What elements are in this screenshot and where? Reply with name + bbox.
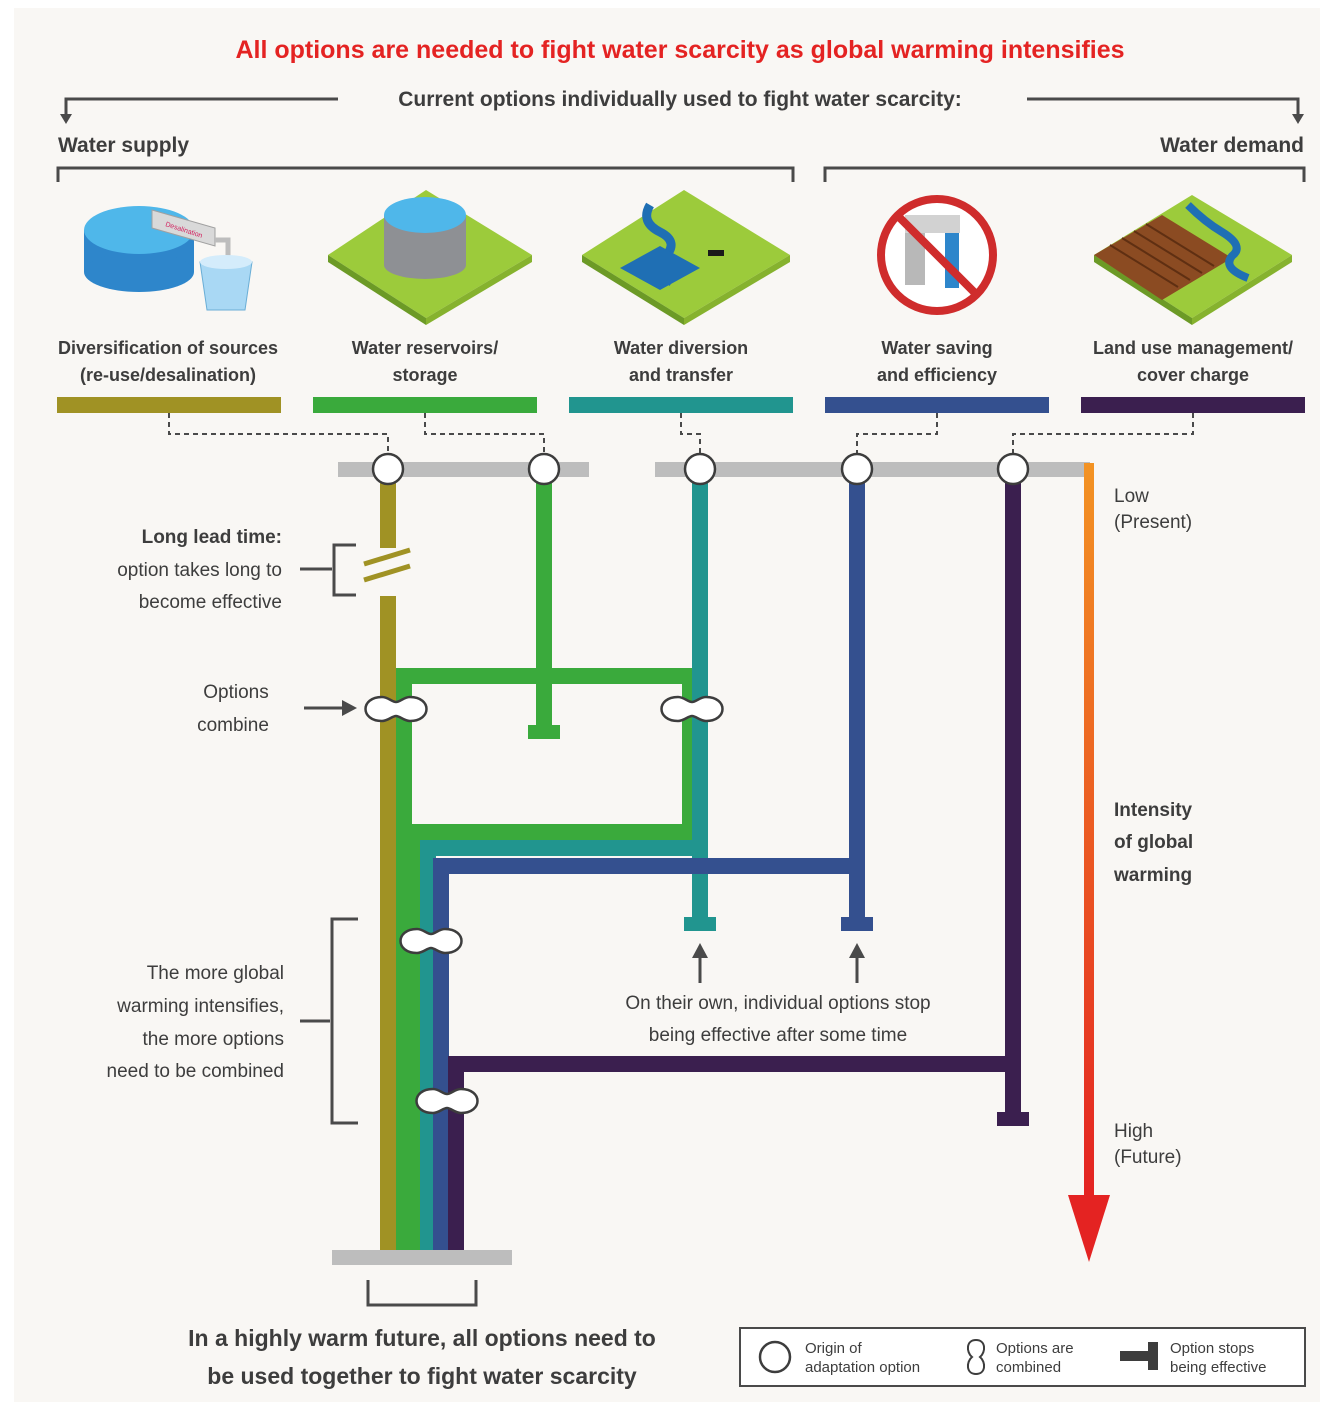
scale-low-line1: Low [1114,486,1149,507]
bottom-line2: be used together to fight water scarcity [207,1363,637,1389]
diversion-path [420,470,716,1250]
scale-intensity-line3: warming [1113,865,1192,886]
legend-stop-icon [1120,1342,1158,1370]
scale-intensity-line1: Intensity [1114,800,1193,821]
long-lead-line1: Long lead time: [142,527,282,548]
legend-origin-line2: adaptation option [805,1359,920,1376]
combine-symbol [415,1087,479,1115]
origin-circle [683,452,717,486]
stop-note-line1: On their own, individual options stop [625,993,930,1014]
legend-combined-line2: combined [996,1359,1061,1376]
option-2-line1: Water reservoirs/ [352,338,498,358]
future-bar [332,1250,512,1265]
legend: Origin of adaptation option Options are … [739,1327,1306,1387]
more-global-line1: The more global [147,963,284,984]
arrow-right-icon [1292,114,1304,124]
landuse-path [448,470,1029,1250]
water-supply-label: Water supply [58,134,189,157]
river-diversion-icon [582,190,790,325]
option-1-line1: Diversification of sources [58,338,278,358]
combine-arrow-head [342,700,357,716]
combine-symbol [660,695,724,723]
warming-scale-labels: Low (Present) Intensity of global warmin… [1113,486,1193,1168]
combine-symbols [364,695,724,1115]
origin-circle [371,452,405,486]
legend-origin-line1: Origin of [805,1340,863,1357]
more-global-line3: the more options [142,1029,284,1050]
more-global-bracket [300,917,358,1125]
legend-combined-icon [966,1338,986,1376]
stop-note-line2: being effective after some time [649,1025,907,1046]
option-1-color-bar [57,397,281,413]
combine-line2: combine [197,715,269,736]
stop-arrows [692,943,865,983]
dashed-connectors [168,413,1194,458]
scale-high-line2: (Future) [1114,1147,1182,1168]
legend-stops-line2: being effective [1170,1359,1266,1376]
option-5-line1: Land use management/ [1093,338,1293,358]
legend-origin-icon [758,1340,792,1374]
no-tap-icon [877,195,997,315]
header-arrows [64,97,1300,117]
option-3-line2: and transfer [629,365,733,385]
option-4-color-bar [825,397,1049,413]
demand-bracket [823,166,1306,182]
origin-circle [840,452,874,486]
option-1-line2: (re-use/desalination) [80,365,256,385]
origin-circle [527,452,561,486]
long-lead-line2: option takes long to [117,560,282,581]
option-2-color-bar [313,397,537,413]
scale-high-line1: High [1114,1121,1153,1142]
desalination-tank-icon: Desalination [84,206,253,311]
long-lead-bracket [300,543,356,597]
origin-circle [996,452,1030,486]
saving-path [433,470,873,1250]
combine-line1: Options [203,682,268,703]
legend-combined-line1: Options are [996,1340,1074,1357]
long-lead-line3: become effective [139,592,282,613]
bottom-line1: In a highly warm future, all options nee… [188,1325,656,1351]
more-global-line4: need to be combined [107,1061,284,1082]
option-5-line2: cover charge [1137,365,1249,385]
option-labels: Diversification of sources (re-use/desal… [58,338,1293,385]
warming-arrow-shaft [1084,463,1094,1198]
page-title: All options are needed to fight water sc… [235,36,1124,64]
farmland-icon [1094,195,1292,325]
more-global-line2: warming intensifies, [116,996,284,1017]
combine-symbol [364,695,428,723]
option-3-color-bar [569,397,793,413]
option-5-color-bar [1081,397,1305,413]
arrow-left-icon [60,114,72,124]
option-4-line1: Water saving [881,338,992,358]
reservoir-icon [328,190,532,325]
bottom-bracket [366,1280,478,1307]
warming-arrow-head [1068,1195,1110,1262]
more-global-annotation: The more global warming intensifies, the… [107,963,284,1082]
bottom-note: In a highly warm future, all options nee… [188,1325,656,1389]
water-demand-label: Water demand [1160,134,1304,157]
combine-annotation: Options combine [197,682,269,736]
origin-circles [371,452,1030,486]
stop-note: On their own, individual options stop be… [625,993,930,1046]
option-2-line2: storage [392,365,457,385]
scale-low-line2: (Present) [1114,512,1192,533]
current-options-label: Current options individually used to fig… [398,88,962,111]
legend-stops-line1: Option stops [1170,1340,1254,1357]
combine-symbol [399,927,463,955]
option-3-line1: Water diversion [614,338,748,358]
scale-intensity-line2: of global [1114,832,1193,853]
supply-bracket [56,166,795,182]
long-lead-annotation: Long lead time: option takes long to bec… [117,527,282,613]
option-4-line2: and efficiency [877,365,997,385]
